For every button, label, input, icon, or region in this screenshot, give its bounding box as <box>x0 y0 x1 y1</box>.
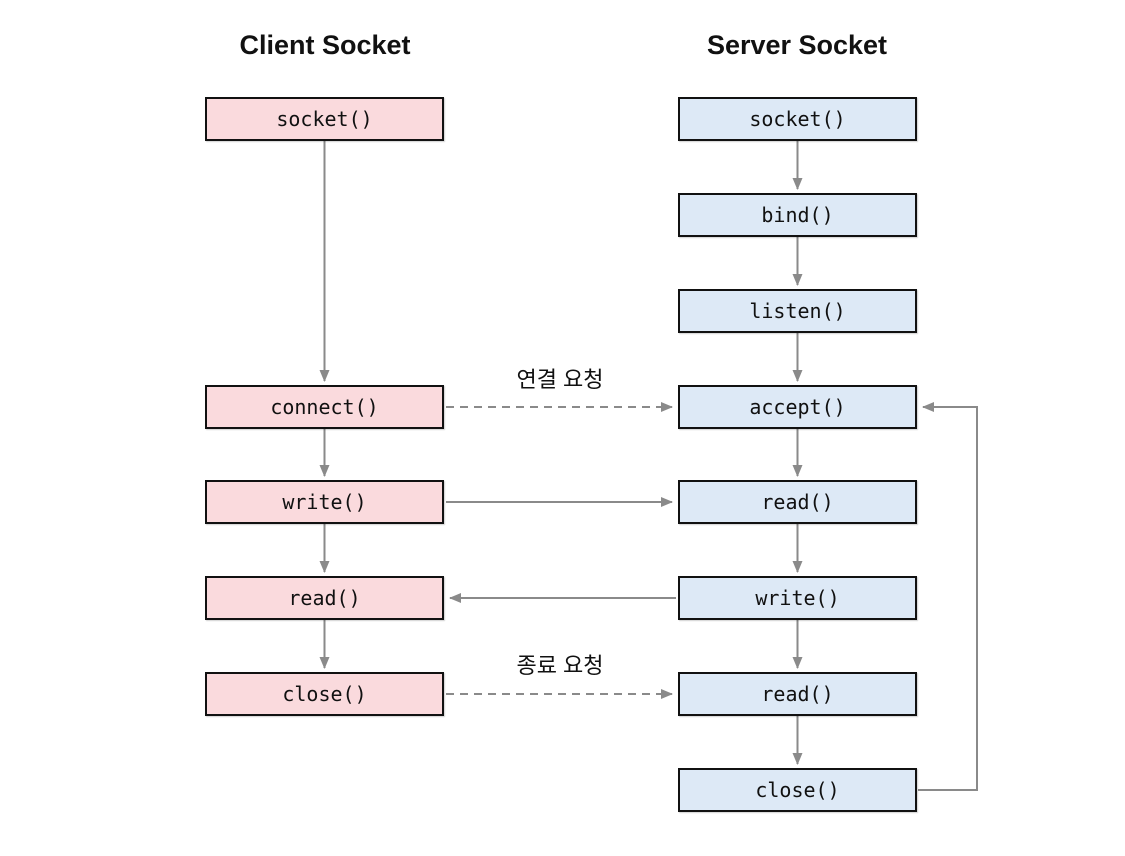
client-box-connect: connect() <box>205 385 444 429</box>
server-box-read2: read() <box>678 672 917 716</box>
client-box-write: write() <box>205 480 444 524</box>
connect-request-label: 연결 요청 <box>516 367 604 392</box>
server-box-listen: listen() <box>678 289 917 333</box>
server-column-title: Server Socket <box>706 30 888 60</box>
server-box-bind: bind() <box>678 193 917 237</box>
close-request-label: 종료 요청 <box>516 653 604 678</box>
arrow-server-close-loop-to-accept <box>918 402 978 791</box>
server-box-accept: accept() <box>678 385 917 429</box>
server-box-write: write() <box>678 576 917 620</box>
client-column-title: Client Socket <box>239 30 411 60</box>
server-box-read1: read() <box>678 480 917 524</box>
server-box-socket: socket() <box>678 97 917 141</box>
client-box-read: read() <box>205 576 444 620</box>
client-box-socket: socket() <box>205 97 444 141</box>
client-box-close: close() <box>205 672 444 716</box>
server-box-close: close() <box>678 768 917 812</box>
